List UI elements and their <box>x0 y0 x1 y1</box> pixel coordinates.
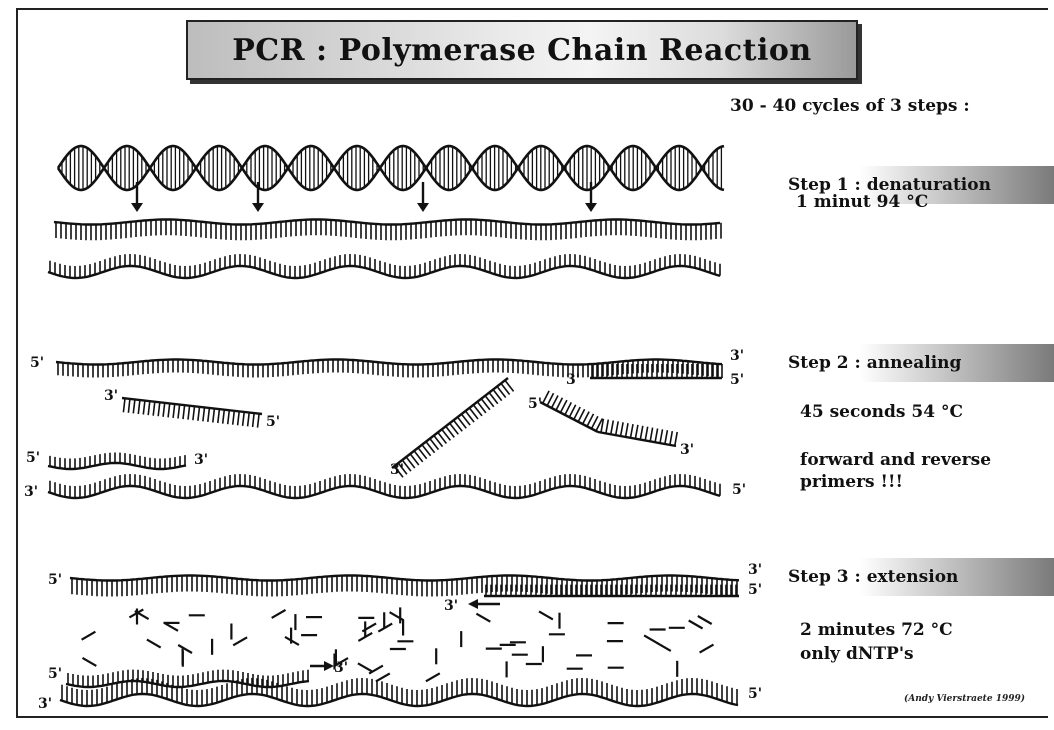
extension-arrow-left <box>468 599 500 609</box>
dntp-mark <box>233 637 247 645</box>
step3-top-strand <box>70 576 739 597</box>
extension-arrow-right <box>310 661 334 671</box>
dntp-mark <box>539 611 553 619</box>
step2-primer-lower-left <box>48 453 186 470</box>
strand-end-label: 3' <box>444 598 458 614</box>
step3-bottom-strand <box>60 678 738 706</box>
step2-bottom-strand <box>48 474 720 498</box>
dntp-mark <box>657 643 671 651</box>
step2-primer-left <box>122 398 262 428</box>
dntp-mark <box>358 663 372 671</box>
dntp-mark <box>82 632 96 640</box>
step3-new-bottom <box>66 670 309 687</box>
step2-primer-curve-b <box>598 419 677 446</box>
strand-end-label: 3' <box>680 442 694 458</box>
strand-end-label: 3' <box>566 372 580 388</box>
strand-end-label: 3' <box>748 562 762 578</box>
strand-end-label: 3' <box>24 484 38 500</box>
dntp-mark <box>83 658 97 666</box>
strand-end-label: 3' <box>194 452 208 468</box>
dntp-mark <box>426 673 440 681</box>
down-arrow-3 <box>417 182 429 212</box>
strand-end-label: 3' <box>730 348 744 364</box>
strand-end-label: 5' <box>26 450 40 466</box>
dna-strands <box>48 146 739 706</box>
strand-end-label: 3' <box>334 660 348 676</box>
strand-end-label: 5' <box>48 572 62 588</box>
strand-end-label: 5' <box>528 396 542 412</box>
strand-end-label: 5' <box>30 355 44 371</box>
dntp-mark <box>476 614 490 622</box>
dntp-mark <box>689 621 703 629</box>
strand-end-label: 3' <box>390 462 404 478</box>
denaturation-arrows <box>131 182 597 671</box>
step1-top-strand <box>54 220 721 241</box>
dntp-mark <box>644 635 658 643</box>
step2-primer-curve-a <box>540 391 602 432</box>
dntp-mark <box>390 612 404 620</box>
strand-end-label: 5' <box>748 686 762 702</box>
strand-end-label: 5' <box>266 414 280 430</box>
strand-end-label: 3' <box>38 696 52 712</box>
strand-end-label: 3' <box>104 388 118 404</box>
dntp-mark <box>369 666 383 674</box>
strand-end-label: 5' <box>48 666 62 682</box>
down-arrow-2 <box>252 182 264 212</box>
strand-end-label: 5' <box>748 582 762 598</box>
step2-primer-right <box>590 364 722 378</box>
free-nucleotides <box>82 607 714 681</box>
dntp-mark <box>272 610 286 618</box>
dntp-mark <box>698 616 712 624</box>
double-helix <box>58 146 724 190</box>
dntp-mark <box>178 645 192 653</box>
strand-end-label: 5' <box>730 372 744 388</box>
step1-bottom-strand <box>48 254 720 278</box>
dntp-mark <box>376 673 390 681</box>
dntp-mark <box>700 645 714 653</box>
step2-primer-diagonal <box>392 378 514 477</box>
strand-end-label: 5' <box>732 482 746 498</box>
dntp-mark <box>147 640 161 648</box>
